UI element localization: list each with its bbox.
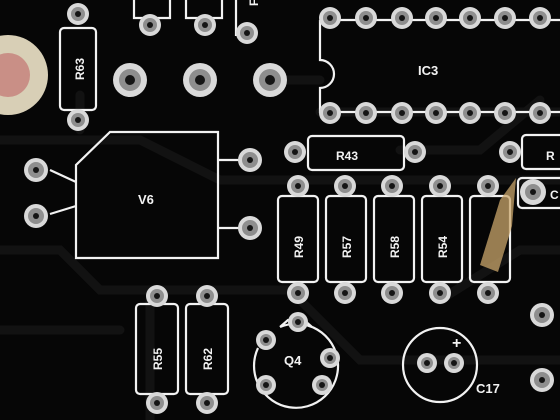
solder-pad <box>312 375 332 395</box>
solder-pad <box>459 102 481 124</box>
solder-pad <box>425 102 447 124</box>
solder-pad <box>334 282 356 304</box>
r63-label: R63 <box>73 58 87 80</box>
solder-pad <box>146 392 168 414</box>
q4-label: Q4 <box>284 353 302 368</box>
solder-pad <box>238 216 262 240</box>
r43-label: R43 <box>336 149 358 163</box>
c17-polarity: + <box>452 335 461 352</box>
solder-pad <box>253 63 287 97</box>
solder-pad <box>238 148 262 172</box>
solder-pad <box>113 63 147 97</box>
v6-label: V6 <box>138 192 154 207</box>
solder-pad <box>256 375 276 395</box>
solder-pad <box>429 175 451 197</box>
r55-label: R55 <box>151 348 165 370</box>
partial-right-c-label: C <box>550 188 559 202</box>
solder-pad <box>477 175 499 197</box>
solder-pad <box>320 348 340 368</box>
solder-pad <box>24 158 48 182</box>
solder-pad <box>530 303 554 327</box>
solder-pad <box>499 141 521 163</box>
solder-pad <box>391 102 413 124</box>
partial-right-r-label: R <box>546 149 555 163</box>
solder-pad <box>425 7 447 29</box>
partial-right-r-outline <box>520 133 560 171</box>
solder-pad <box>444 353 464 373</box>
flux-residue <box>480 178 516 272</box>
solder-pad <box>319 7 341 29</box>
solder-pad <box>429 282 451 304</box>
solder-pad <box>256 330 276 350</box>
partial-right-c-outline <box>516 176 560 210</box>
solder-pads <box>24 3 554 414</box>
solder-pad <box>146 285 168 307</box>
solder-pad <box>183 63 217 97</box>
solder-pad <box>287 282 309 304</box>
v6-outline <box>74 130 220 260</box>
solder-pad <box>520 179 546 205</box>
solder-pad <box>334 175 356 197</box>
solder-pad <box>288 312 308 332</box>
solder-pad <box>381 282 403 304</box>
top-partial-label: F <box>247 0 261 6</box>
c17-outline <box>401 326 479 404</box>
solder-pad <box>319 102 341 124</box>
r54-label: R54 <box>436 236 450 258</box>
solder-pad <box>494 7 516 29</box>
r58-label: R58 <box>388 236 402 258</box>
solder-pad <box>194 14 216 36</box>
solder-pad <box>287 175 309 197</box>
solder-pad <box>530 368 554 392</box>
ic3-label: IC3 <box>418 63 438 78</box>
solder-pad <box>24 204 48 228</box>
solder-pad <box>529 7 551 29</box>
r43-outline <box>306 134 406 172</box>
v6-leads <box>49 158 240 230</box>
solder-pad <box>67 3 89 25</box>
mounting-hole <box>0 35 48 115</box>
solder-pad <box>355 7 377 29</box>
solder-pad <box>529 102 551 124</box>
solder-pad <box>284 141 306 163</box>
r57-label: R57 <box>340 236 354 258</box>
solder-pad <box>391 7 413 29</box>
r49-label: R49 <box>292 236 306 258</box>
solder-pad <box>67 109 89 131</box>
solder-pad <box>494 102 516 124</box>
solder-pad <box>355 102 377 124</box>
solder-pad <box>236 22 258 44</box>
solder-pad <box>381 175 403 197</box>
solder-pad <box>459 7 481 29</box>
c17-label: C17 <box>476 381 500 396</box>
solder-pad <box>417 353 437 373</box>
solder-pad <box>404 141 426 163</box>
solder-pad <box>139 14 161 36</box>
solder-pad <box>477 282 499 304</box>
r62-label: R62 <box>201 348 215 370</box>
solder-pad <box>196 285 218 307</box>
solder-pad <box>196 392 218 414</box>
